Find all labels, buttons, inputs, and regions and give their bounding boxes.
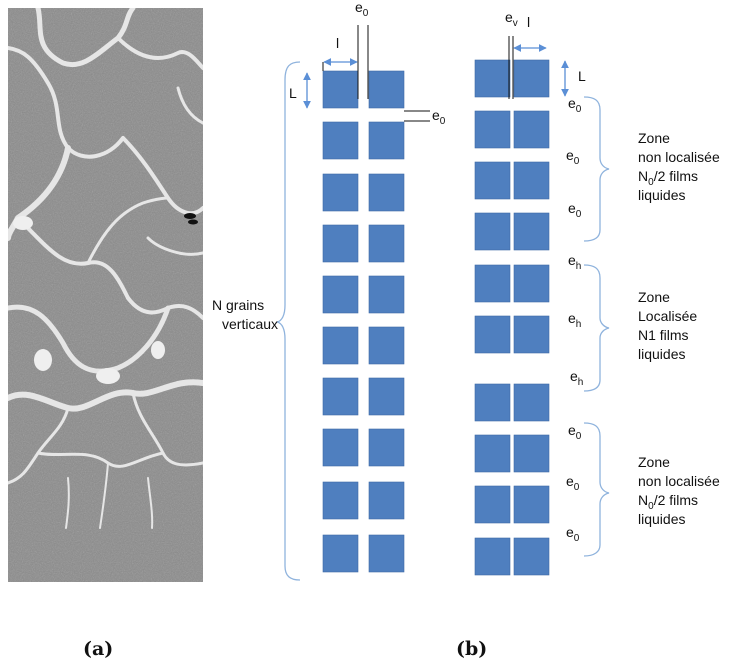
left-grain-r9-c2 — [368, 481, 405, 520]
right-grain-r2-c2 — [513, 110, 550, 149]
zone2-brace — [583, 264, 610, 392]
left-annotations — [322, 25, 430, 122]
left-grain-r6-c2 — [368, 326, 405, 365]
right-grain-r3-c2 — [513, 161, 550, 200]
right-grain-r4-c2 — [513, 212, 550, 251]
left-grain-r7-c2 — [368, 377, 405, 416]
left-grain-r4-c1 — [322, 224, 359, 263]
zone1-brace — [583, 96, 610, 242]
right-grain-column — [474, 59, 550, 576]
left-e0-top-label: e0 — [355, 0, 369, 19]
zone3-brace — [583, 422, 610, 557]
gap-label-9: e0 — [566, 524, 580, 544]
gap-label-8: e0 — [566, 473, 580, 493]
right-grain-r6-c2 — [513, 315, 550, 354]
left-grain-r8-c2 — [368, 428, 405, 467]
left-l-label: l — [336, 35, 339, 51]
left-L-label: L — [289, 85, 297, 101]
left-grain-r9-c1 — [322, 481, 359, 520]
left-brace — [276, 61, 301, 581]
left-grain-r1-c2 — [368, 70, 405, 109]
micrograph-image — [8, 8, 203, 582]
right-L-label: L — [578, 68, 586, 84]
right-grain-r8-c2 — [513, 434, 550, 473]
right-l-label: l — [527, 14, 530, 30]
right-grain-r2-c1 — [474, 110, 511, 149]
left-grain-r5-c1 — [322, 275, 359, 314]
right-grain-r9-c2 — [513, 485, 550, 524]
left-grain-r4-c2 — [368, 224, 405, 263]
gap-label-1: e0 — [568, 95, 582, 115]
right-grain-r8-c1 — [474, 434, 511, 473]
left-grain-r6-c1 — [322, 326, 359, 365]
right-ev-label: ev — [505, 9, 518, 29]
gap-label-2: e0 — [566, 147, 580, 167]
left-e0-side-label: e0 — [432, 107, 446, 127]
right-grain-r3-c1 — [474, 161, 511, 200]
right-grain-r6-c1 — [474, 315, 511, 354]
left-grain-r10-c1 — [322, 534, 359, 573]
left-grain-r3-c2 — [368, 173, 405, 212]
left-grain-r5-c2 — [368, 275, 405, 314]
right-grain-r4-c1 — [474, 212, 511, 251]
left-grain-r7-c1 — [322, 377, 359, 416]
left-grain-r2-c1 — [322, 121, 359, 160]
gap-label-7: e0 — [568, 422, 582, 442]
gap-label-3: e0 — [568, 200, 582, 220]
right-grain-r5-c2 — [513, 264, 550, 303]
right-grain-r7-c1 — [474, 383, 511, 422]
left-brace-label: N grains verticaux — [212, 297, 278, 332]
right-grain-r9-c1 — [474, 485, 511, 524]
right-grain-r1-c2 — [513, 59, 550, 98]
gap-label-6: eh — [570, 368, 583, 388]
left-grain-column — [322, 70, 405, 573]
right-grain-r10-c1 — [474, 537, 511, 576]
right-gap-labels: e0 e0 e0 eh eh eh e0 e0 e0 — [566, 95, 583, 544]
right-grain-r5-c1 — [474, 264, 511, 303]
gap-label-5: eh — [568, 310, 581, 330]
left-grain-r3-c1 — [322, 173, 359, 212]
gap-label-4: eh — [568, 252, 581, 272]
right-grain-r7-c2 — [513, 383, 550, 422]
right-annotations — [508, 36, 514, 99]
right-grain-r10-c2 — [513, 537, 550, 576]
left-grain-r2-c2 — [368, 121, 405, 160]
left-grain-r10-c2 — [368, 534, 405, 573]
caption-b: (b) — [456, 638, 488, 660]
left-grain-r1-c1 — [322, 70, 359, 109]
left-grain-r8-c1 — [322, 428, 359, 467]
right-grain-r1-c1 — [474, 59, 511, 98]
caption-a: (a) — [83, 638, 114, 660]
